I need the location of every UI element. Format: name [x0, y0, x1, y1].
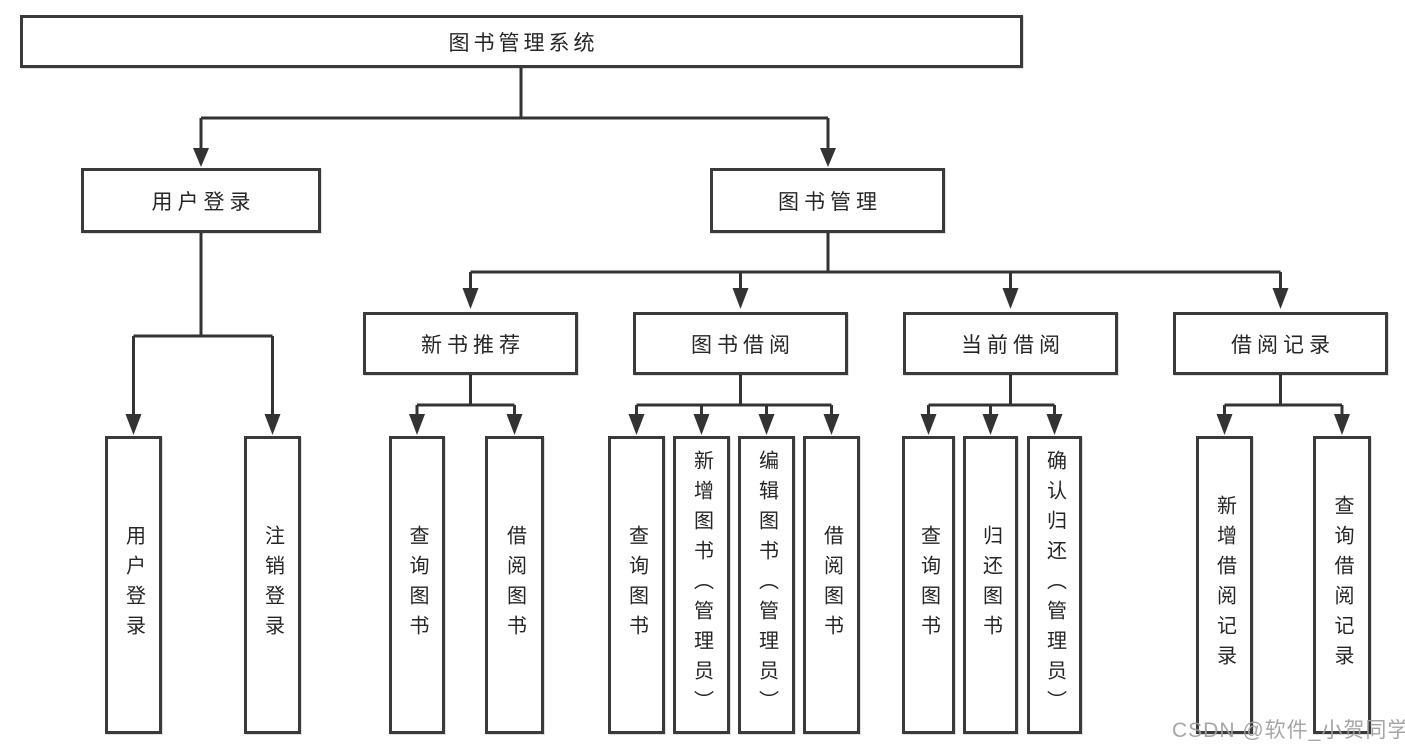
leaf-node-br-add-record: 新增借阅记录 — [1196, 436, 1253, 734]
leaf-node-cb-confirm-return-admin: 确认归还（管理员） — [1027, 436, 1082, 734]
module-node-book-borrow: 图书借阅 — [633, 312, 848, 375]
branch-node-book-management-label: 图书管理 — [778, 190, 882, 214]
leaf-node-cb-query-book: 查询图书 — [902, 436, 955, 734]
root-node-label: 图书管理系统 — [448, 31, 599, 55]
branch-node-user-login: 用户登录 — [81, 168, 321, 233]
leaf-node-cb-confirm-return-admin-label: 确认归还（管理员） — [1043, 450, 1066, 720]
leaf-node-br-query-record: 查询借阅记录 — [1313, 436, 1371, 734]
leaf-node-user-login: 用户登录 — [105, 436, 162, 734]
leaf-node-nbr-borrow-book: 借阅图书 — [485, 436, 544, 734]
leaf-node-bb-add-book-admin: 新增图书（管理员） — [673, 436, 730, 734]
leaf-node-bb-edit-book-admin-label: 编辑图书（管理员） — [755, 450, 778, 720]
csdn-watermark: CSDN @软件_小贺同学 — [1172, 719, 1405, 742]
leaf-node-br-add-record-label: 新增借阅记录 — [1213, 495, 1236, 675]
branch-node-book-management: 图书管理 — [710, 168, 945, 233]
module-node-book-borrow-label: 图书借阅 — [691, 333, 795, 357]
leaf-node-cb-query-book-label: 查询图书 — [917, 525, 940, 645]
module-node-current-borrow-label: 当前借阅 — [961, 333, 1065, 357]
leaf-node-nbr-query-book: 查询图书 — [389, 436, 445, 734]
module-node-borrow-records: 借阅记录 — [1173, 312, 1388, 375]
leaf-node-bb-query-book: 查询图书 — [608, 436, 665, 734]
leaf-node-logout-label: 注销登录 — [261, 525, 284, 645]
branch-node-user-login-label: 用户登录 — [151, 190, 256, 214]
module-node-new-book-recommend-label: 新书推荐 — [421, 333, 525, 357]
leaf-node-bb-add-book-admin-label: 新增图书（管理员） — [690, 450, 713, 720]
leaf-node-cb-return-book: 归还图书 — [963, 436, 1018, 734]
leaf-node-user-login-label: 用户登录 — [122, 525, 145, 645]
module-node-current-borrow: 当前借阅 — [903, 312, 1118, 375]
leaf-node-bb-query-book-label: 查询图书 — [625, 525, 648, 645]
leaf-node-bb-borrow-book: 借阅图书 — [803, 436, 860, 734]
module-node-new-book-recommend: 新书推荐 — [363, 312, 578, 375]
leaf-node-bb-edit-book-admin: 编辑图书（管理员） — [738, 436, 795, 734]
leaf-node-br-query-record-label: 查询借阅记录 — [1331, 495, 1353, 675]
module-node-borrow-records-label: 借阅记录 — [1231, 333, 1335, 357]
root-node: 图书管理系统 — [20, 15, 1023, 68]
leaf-node-logout: 注销登录 — [244, 436, 301, 734]
leaf-node-nbr-query-book-label: 查询图书 — [406, 525, 428, 645]
leaf-node-bb-borrow-book-label: 借阅图书 — [820, 525, 843, 645]
leaf-node-cb-return-book-label: 归还图书 — [979, 525, 1002, 645]
leaf-node-nbr-borrow-book-label: 借阅图书 — [503, 525, 526, 645]
